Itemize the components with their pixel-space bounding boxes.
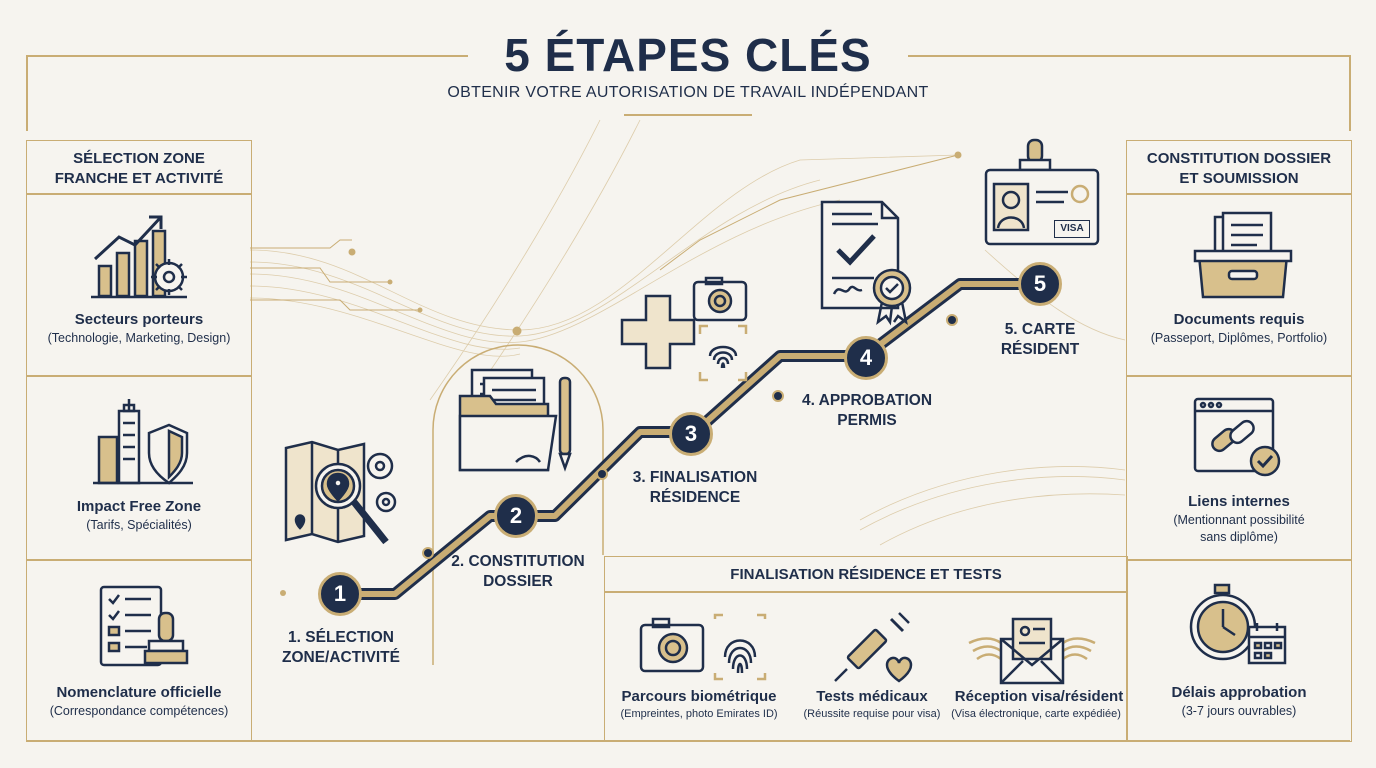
step-label-line: RÉSIDENCE xyxy=(649,489,741,506)
left-item-sub: (Technologie, Marketing, Design) xyxy=(47,331,231,345)
right-item-sub: (3-7 jours ouvrables) xyxy=(1181,704,1297,718)
right-panel-header-line1: CONSTITUTION DOSSIER xyxy=(1146,150,1332,167)
step-circle-2: 2 xyxy=(494,494,538,538)
step-number: 5 xyxy=(1033,271,1047,296)
left-panel-header-line1: SÉLECTION ZONE xyxy=(73,150,205,167)
bottom-item-sub: (Empreintes, photo Emirates ID) xyxy=(620,708,778,720)
step-circle-1: 1 xyxy=(318,572,362,616)
right-panel-divider xyxy=(1127,375,1351,377)
left-panel-divider xyxy=(27,375,251,377)
stopwatch-calendar-icon xyxy=(1189,583,1287,665)
map-magnifier-icon xyxy=(284,440,397,545)
page-subtitle: OBTENIR VOTRE AUTORISATION DE TRAVAIL IN… xyxy=(447,84,929,101)
left-panel-divider xyxy=(27,193,251,195)
right-panel-divider xyxy=(1127,193,1351,195)
step-label-line: 3. FINALISATION xyxy=(632,469,758,486)
step-label-3: 3. FINALISATION RÉSIDENCE xyxy=(610,468,780,508)
frame-right-edge xyxy=(1349,55,1351,131)
right-item-title: Documents requis xyxy=(1173,311,1305,328)
step-label-line: 2. CONSTITUTION xyxy=(451,553,585,570)
bottom-item-sub: (Réussite requise pour visa) xyxy=(803,708,941,720)
camera-fingerprint-icon xyxy=(639,613,767,681)
bottom-item-title: Parcours biométrique xyxy=(621,688,777,705)
step-label-line: PERMIS xyxy=(837,412,897,429)
right-item-sub: (Passeport, Diplômes, Portfolio) xyxy=(1150,331,1328,345)
bottom-panel-header: FINALISATION RÉSIDENCE ET TESTS xyxy=(730,566,1002,583)
step-label-line: RÉSIDENT xyxy=(1000,341,1080,358)
step-label-4: 4. APPROBATION PERMIS xyxy=(782,391,952,431)
step-number: 3 xyxy=(684,421,698,446)
left-item-title: Secteurs porteurs xyxy=(74,311,204,328)
city-shield-icon xyxy=(93,399,193,485)
step-label-2: 2. CONSTITUTION DOSSIER xyxy=(432,552,604,592)
certificate-icon xyxy=(820,200,912,326)
step-number: 2 xyxy=(509,503,523,528)
bottom-item-sub: (Visa électronique, carte expédiée) xyxy=(951,708,1121,720)
right-item-title: Délais approbation xyxy=(1171,684,1307,701)
step-number: 4 xyxy=(859,345,873,370)
left-panel: SÉLECTION ZONE FRANCHE ET ACTIVITÉ Secte… xyxy=(26,140,252,742)
right-panel-divider xyxy=(1127,559,1351,561)
frame-bottom xyxy=(26,740,1350,742)
document-box-icon xyxy=(1193,211,1293,299)
syringe-heart-icon xyxy=(834,612,913,683)
left-item-sub: (Tarifs, Spécialités) xyxy=(86,518,192,532)
right-item-sub: (Mentionnant possibilité xyxy=(1173,513,1305,527)
visa-badge: VISA xyxy=(1054,220,1090,238)
step-label-line: 4. APPROBATION xyxy=(801,392,933,409)
left-panel-header-line2: FRANCHE ET ACTIVITÉ xyxy=(54,170,224,187)
step-circle-3: 3 xyxy=(669,412,713,456)
page-title: 5 ÉTAPES CLÉS xyxy=(504,29,872,81)
step-circle-5: 5 xyxy=(1018,262,1062,306)
step-label-line: 1. SÉLECTION xyxy=(288,629,394,646)
bottom-item-title: Réception visa/résident xyxy=(954,688,1124,705)
step-label-line: 5. CARTE xyxy=(1004,321,1076,338)
right-item-title: Liens internes xyxy=(1188,493,1290,510)
growth-chart-gear-icon xyxy=(91,215,187,299)
step-label-line: DOSSIER xyxy=(483,573,553,590)
right-panel: CONSTITUTION DOSSIER ET SOUMISSION Docum… xyxy=(1126,140,1352,742)
bottom-item-title: Tests médicaux xyxy=(816,688,928,705)
step-label-line: ZONE/ACTIVITÉ xyxy=(282,649,400,666)
step-label-5: 5. CARTE RÉSIDENT xyxy=(970,320,1110,360)
bottom-panel: FINALISATION RÉSIDENCE ET TESTS Parcours… xyxy=(604,556,1128,742)
frame-top-left xyxy=(26,55,468,57)
medical-camera-fingerprint-icon xyxy=(620,276,748,382)
checklist-stamp-icon xyxy=(99,585,189,667)
left-item-sub: (Correspondance compétences) xyxy=(49,704,229,718)
bottom-panel-divider xyxy=(605,591,1127,593)
step-label-1: 1. SÉLECTION ZONE/ACTIVITÉ xyxy=(256,628,426,668)
left-panel-divider xyxy=(27,559,251,561)
frame-top-right xyxy=(908,55,1350,57)
title-underline xyxy=(624,114,752,116)
frame-left-edge xyxy=(26,55,28,131)
left-item-title: Impact Free Zone xyxy=(76,498,202,515)
left-item-title: Nomenclature officielle xyxy=(56,684,222,701)
step-circle-4: 4 xyxy=(844,336,888,380)
folder-documents-icon xyxy=(458,368,572,472)
right-panel-header-line2: ET SOUMISSION xyxy=(1179,170,1299,187)
visa-badge-text: VISA xyxy=(1060,223,1084,234)
step-number: 1 xyxy=(333,581,347,606)
chain-link-icon xyxy=(1193,397,1281,477)
right-item-sub: sans diplôme) xyxy=(1200,530,1278,544)
winged-envelope-icon xyxy=(968,617,1096,685)
